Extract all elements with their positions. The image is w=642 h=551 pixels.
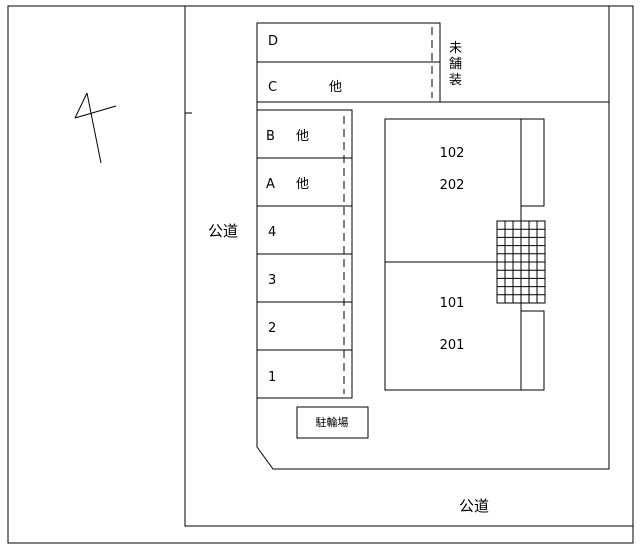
lot-inner-boundary: [256, 6, 610, 470]
parking-space-label: A: [266, 177, 275, 192]
bicycle-parking-label: 駐輪場: [316, 415, 349, 429]
north-arrow-icon: [74, 92, 117, 164]
unit-number: 202: [440, 178, 465, 193]
parking-space-note: 他: [296, 177, 309, 192]
unpaved-label: 未: [449, 41, 462, 56]
parking-space-note: 他: [296, 129, 309, 144]
unpaved-label: 装: [449, 73, 462, 88]
staircase-grid: [496, 220, 546, 304]
unit-number: 201: [440, 338, 465, 353]
left-parking-column: [256, 109, 353, 399]
unit-number: 101: [440, 296, 465, 311]
parking-space-label: 2: [268, 321, 276, 336]
road-label-left: 公道: [208, 222, 238, 240]
parking-space-label: 4: [268, 225, 276, 240]
unit-number: 102: [440, 146, 465, 161]
parking-space-note: 他: [329, 80, 342, 95]
balcony-upper: [520, 118, 545, 207]
outer-frame: [7, 5, 634, 544]
parking-space-label: B: [266, 129, 275, 144]
road-label-bottom: 公道: [459, 497, 489, 515]
parking-space-label: 3: [268, 273, 276, 288]
parking-space-label: C: [268, 80, 277, 95]
parking-space-label: D: [268, 34, 278, 49]
balcony-lower: [520, 310, 545, 391]
bicycle-parking: [296, 406, 369, 439]
site-boundary: [184, 6, 633, 527]
parking-space-label: 1: [268, 370, 276, 385]
unpaved-label: 舗: [449, 57, 462, 72]
